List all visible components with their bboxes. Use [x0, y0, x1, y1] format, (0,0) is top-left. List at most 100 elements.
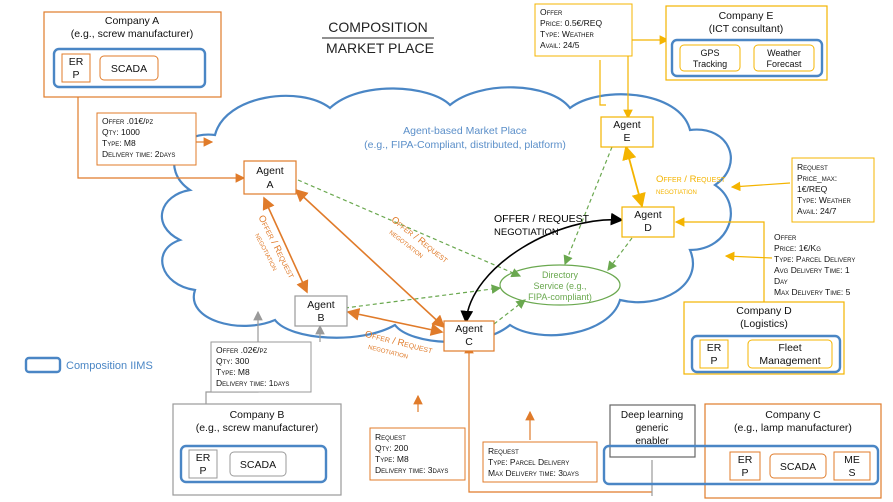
agent-e-l2: E: [623, 132, 630, 144]
offer-a-l4: Delivery time: 2days: [102, 149, 175, 159]
offer-e-box: Offer Price: 0.5€/REQ Type: Weather Avai…: [534, 3, 633, 57]
company-d-sub: (Logistics): [740, 318, 788, 330]
offer-d-l2: Price: 1€/Kg: [774, 243, 821, 253]
legend-label: Composition IIMS: [66, 360, 153, 372]
negotiation-ed-l2: negotiation: [656, 186, 697, 196]
offer-a-l1: Offer .01€/pz: [102, 116, 154, 126]
agent-d-l2: D: [644, 222, 652, 234]
company-e-gps-1: GPS: [700, 48, 719, 58]
company-a-erp-1: ER: [69, 56, 84, 68]
offer-b-l2: Qty: 300: [216, 356, 249, 366]
company-d-erp-1: ER: [707, 342, 722, 354]
offer-d-l3: Type: Parcel Delivery: [774, 254, 855, 264]
agent-b: Agent B: [294, 295, 348, 327]
agent-e: Agent E: [600, 116, 654, 148]
agent-c-l1: Agent: [455, 323, 483, 335]
company-b-name: Company B: [230, 409, 285, 421]
directory-l1: Directory: [542, 270, 579, 280]
company-c-sub: (e.g., lamp manufacturer): [734, 422, 852, 434]
negotiation-cd-l2: NEGOTIATION: [494, 227, 559, 238]
offer-a-l3: Type: M8: [102, 138, 136, 148]
negotiation-cd-l1: OFFER / REQUEST: [494, 213, 590, 225]
company-a-name: Company A: [105, 15, 159, 27]
request-d-l5: Avail: 24/7: [797, 206, 837, 216]
request-d-l3: 1€/REQ: [797, 184, 828, 194]
request-c1-l4: Delivery time: 3days: [375, 465, 448, 475]
offer-e-l4: Avail: 24/5: [540, 40, 580, 50]
agent-d-l1: Agent: [634, 209, 662, 221]
legend: Composition IIMS: [24, 356, 153, 374]
company-d-fleet-2: Management: [759, 355, 820, 367]
company-c-name: Company C: [765, 409, 821, 421]
company-a-sub: (e.g., screw manufacturer): [71, 28, 194, 40]
request-c1-box: Request Qty: 200 Type: M8 Delivery time:…: [369, 427, 466, 481]
agent-b-l2: B: [317, 312, 324, 324]
company-d-name: Company D: [736, 305, 792, 317]
offer-d-l1: Offer: [774, 232, 797, 242]
company-b-erp-2: P: [199, 465, 206, 477]
directory-l3: FIPA-compliant): [528, 292, 592, 302]
directory-l2: Service (e.g.,: [533, 281, 586, 291]
cloud-label-1: Agent-based Market Place: [403, 125, 527, 137]
company-a-erp-2: P: [72, 69, 79, 81]
company-c: Company C (e.g., lamp manufacturer): [704, 403, 882, 499]
request-c2-l1: Request: [488, 446, 519, 456]
company-c-scada: SCADA: [780, 461, 816, 473]
request-c1-l3: Type: M8: [375, 454, 409, 464]
offer-a-l2: Qty: 1000: [102, 127, 140, 137]
offer-e-l2: Price: 0.5€/REQ: [540, 18, 602, 28]
agent-e-l1: Agent: [613, 119, 641, 131]
company-e-name: Company E: [719, 10, 774, 22]
request-c2-box: Request Type: Parcel Delivery Max Delive…: [482, 441, 598, 483]
agent-a-l2: A: [266, 179, 273, 191]
deep-learning-l1: Deep learning: [621, 410, 683, 421]
title-line2: MARKET PLACE: [326, 40, 434, 56]
agent-a: Agent A: [243, 160, 297, 195]
composition-iims-c: [602, 444, 880, 486]
company-e-weather-1: Weather: [767, 48, 801, 58]
request-c2-l2: Type: Parcel Delivery: [488, 457, 569, 467]
offer-e-l3: Type: Weather: [540, 29, 595, 39]
company-a: Company A (e.g., screw manufacturer) ER …: [43, 11, 222, 98]
request-d-l4: Type: Weather: [797, 195, 852, 205]
offer-d-l4: Avg Delivery Time: 1: [774, 265, 850, 275]
company-b-sub: (e.g., screw manufacturer): [196, 422, 319, 434]
company-c-mes-2: S: [848, 467, 855, 479]
agent-b-l1: Agent: [307, 299, 335, 311]
company-e-weather-2: Forecast: [766, 59, 802, 69]
agent-c-l2: C: [465, 336, 473, 348]
company-d: Company D (Logistics) ER P Fleet Managem…: [683, 301, 845, 375]
request-c2-l3: Max Delivery time: 3days: [488, 468, 579, 478]
agent-d: Agent D: [621, 206, 675, 238]
company-e: Company E (ICT consultant) GPS Tracking …: [665, 5, 828, 81]
negotiation-ed-l1: Offer / Request: [656, 174, 726, 185]
request-d-l1: Request: [797, 162, 828, 172]
company-e-sub: (ICT consultant): [709, 23, 784, 35]
offer-b-l1: Offer .02€/pz: [216, 345, 268, 355]
company-b: Company B (e.g., screw manufacturer) ER …: [172, 403, 342, 496]
title-line1: COMPOSITION: [328, 19, 428, 35]
request-d-box: Request Price_max: 1€/REQ Type: Weather …: [791, 157, 875, 223]
offer-e-l1: Offer: [540, 7, 563, 17]
offer-b-box: Offer .02€/pz Qty: 300 Type: M8 Delivery…: [210, 341, 312, 393]
company-b-erp-1: ER: [196, 452, 211, 464]
company-d-erp-2: P: [710, 355, 717, 367]
agent-a-l1: Agent: [256, 165, 284, 177]
request-c1-l2: Qty: 200: [375, 443, 408, 453]
agent-c: Agent C: [443, 320, 495, 352]
deep-learning-l3: enabler: [635, 436, 669, 447]
company-e-gps-2: Tracking: [693, 59, 727, 69]
deep-learning-l2: generic: [636, 423, 669, 434]
request-c1-l1: Request: [375, 432, 406, 442]
cloud-label-2: (e.g., FIPA-Compliant, distributed, plat…: [364, 139, 566, 151]
company-c-mes-1: ME: [844, 454, 860, 466]
request-d-l2: Price_max:: [797, 173, 837, 183]
company-c-erp-2: P: [741, 467, 748, 479]
offer-d-l6: Max Delivery Time: 5: [774, 287, 851, 297]
offer-d-text: Offer Price: 1€/Kg Type: Parcel Delivery…: [774, 232, 855, 308]
company-b-scada: SCADA: [240, 459, 276, 471]
offer-b-l4: Delivery time: 1days: [216, 378, 289, 388]
company-a-scada: SCADA: [111, 63, 147, 75]
company-c-erp-1: ER: [738, 454, 753, 466]
